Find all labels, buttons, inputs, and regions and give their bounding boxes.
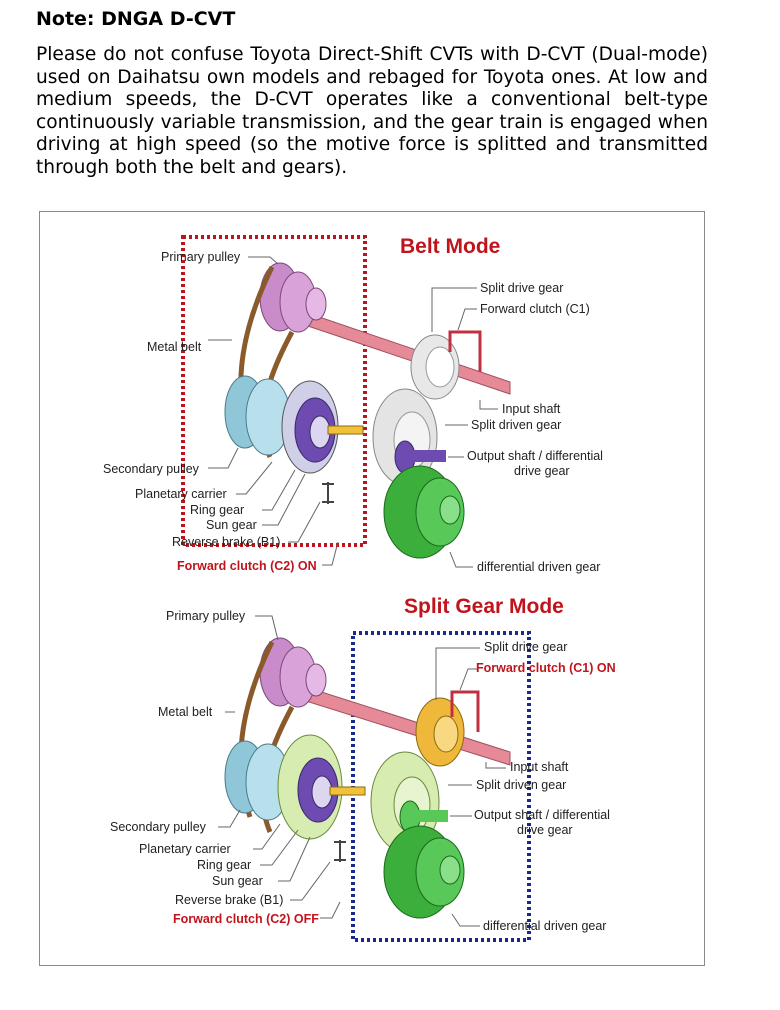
secondary-pulley-drawing — [224, 375, 291, 456]
d-cvt-diagram: Belt Mode — [39, 211, 705, 966]
label-sun-gear: Sun gear — [206, 518, 257, 532]
split-label-split-drive-gear: Split drive gear — [484, 640, 567, 654]
split-mode-title: Split Gear Mode — [404, 595, 564, 618]
split-drive-gear-drawing — [410, 330, 482, 400]
label-output-shaft: Output shaft / differential — [467, 449, 603, 463]
split-reverse-brake-drawing — [334, 840, 346, 862]
belt-mode-title: Belt Mode — [400, 235, 500, 258]
note-body: Please do not confuse Toyota Direct-Shif… — [36, 44, 708, 178]
label-ring-gear: Ring gear — [190, 503, 244, 517]
belt-mode-panel: Belt Mode — [103, 235, 603, 574]
label-secondary-pulley: Secondary pulley — [103, 462, 200, 476]
split-split-drive-gear-drawing — [415, 690, 480, 767]
output-shaft-drawing — [394, 440, 446, 474]
split-label-output-shaft: Output shaft / differential — [474, 808, 610, 822]
split-label-drive-gear: drive gear — [517, 823, 573, 837]
split-label-forward-clutch-c1: Forward clutch (C1) ON — [476, 661, 616, 675]
split-differential-gear-drawing — [383, 825, 465, 919]
label-input-shaft: Input shaft — [502, 402, 561, 416]
diagram-svg: Belt Mode — [103, 235, 616, 942]
label-differential-driven-gear: differential driven gear — [477, 560, 600, 574]
reverse-brake-drawing — [322, 482, 334, 504]
split-label-sun-gear: Sun gear — [212, 874, 263, 888]
split-label-planetary-carrier: Planetary carrier — [139, 842, 231, 856]
split-label-input-shaft: Input shaft — [510, 760, 569, 774]
split-label-split-driven-gear: Split driven gear — [476, 778, 566, 792]
split-label-primary-pulley: Primary pulley — [166, 609, 246, 623]
split-label-metal-belt: Metal belt — [158, 705, 213, 719]
label-split-driven-gear: Split driven gear — [471, 418, 561, 432]
split-mode-panel: Split Gear Mode — [110, 595, 616, 942]
label-split-drive-gear: Split drive gear — [480, 281, 563, 295]
input-shaft-drawing — [289, 306, 511, 395]
note-title: Note: DNGA D-CVT — [36, 8, 236, 30]
primary-pulley-drawing — [259, 262, 327, 333]
split-label-secondary-pulley: Secondary pulley — [110, 820, 207, 834]
label-primary-pulley: Primary pulley — [161, 250, 241, 264]
label-reverse-brake: Reverse brake (B1) — [172, 535, 280, 549]
split-planetary-set-drawing — [277, 734, 366, 840]
planetary-set-drawing — [281, 380, 364, 474]
label-forward-clutch-c2: Forward clutch (C2) ON — [177, 559, 317, 573]
label-metal-belt: Metal belt — [147, 340, 202, 354]
split-label-ring-gear: Ring gear — [197, 858, 251, 872]
belt-highlight-box — [181, 235, 367, 547]
split-output-shaft-drawing — [399, 800, 448, 834]
differential-gear-drawing — [383, 465, 465, 559]
split-label-differential-driven-gear: differential driven gear — [483, 919, 606, 933]
split-primary-pulley-drawing — [259, 637, 327, 708]
label-drive-gear: drive gear — [514, 464, 570, 478]
split-label-reverse-brake: Reverse brake (B1) — [175, 893, 283, 907]
split-label-forward-clutch-c2: Forward clutch (C2) OFF — [173, 912, 319, 926]
label-forward-clutch-c1: Forward clutch (C1) — [480, 302, 590, 316]
label-planetary-carrier: Planetary carrier — [135, 487, 227, 501]
